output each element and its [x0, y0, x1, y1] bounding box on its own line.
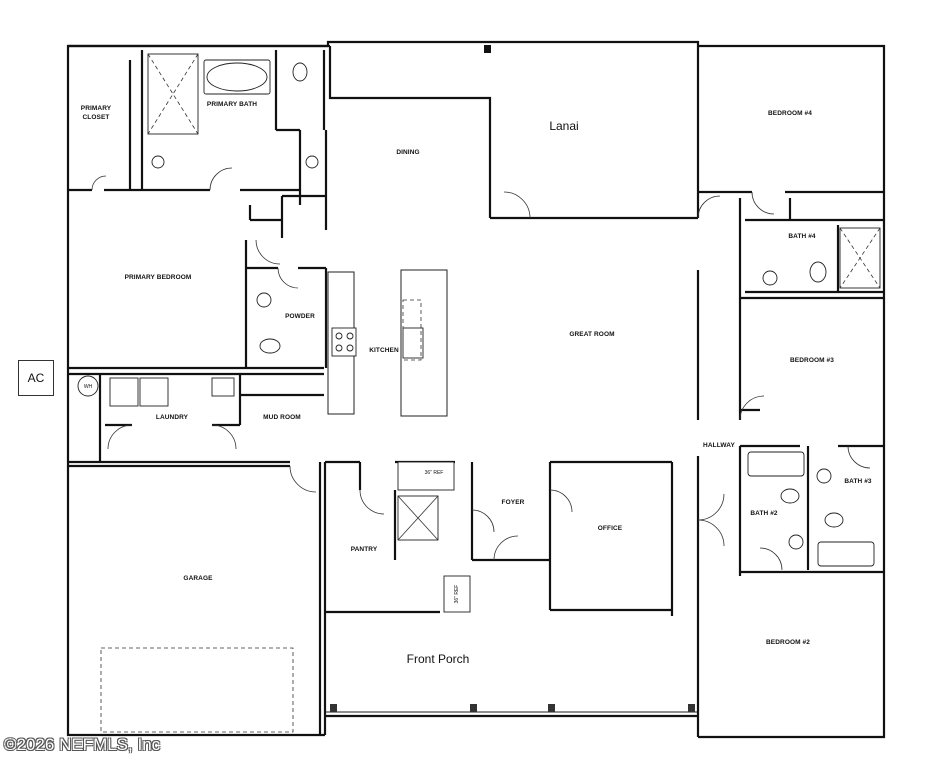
label-dining: DINING	[396, 149, 419, 156]
label-front-porch: Front Porch	[407, 652, 470, 666]
label-mud-room: MUD ROOM	[263, 414, 301, 421]
exterior-walls	[66, 40, 886, 739]
label-ref-36: 36" REF	[425, 470, 444, 476]
label-water-heater: WH	[84, 384, 93, 390]
label-garage: GARAGE	[183, 575, 213, 582]
interior-walls	[68, 46, 884, 735]
label-bath-4: BATH #4	[788, 233, 816, 240]
label-bedroom-4: BEDROOM #4	[768, 110, 812, 117]
fixtures	[77, 45, 881, 733]
copyright-watermark: ©2026 NEFMLS, Inc	[4, 735, 161, 754]
label-pantry: PANTRY	[351, 546, 378, 553]
ac-label: AC	[27, 371, 45, 385]
label-primary-bath: PRIMARY BATH	[207, 101, 257, 108]
label-primary-closet-2: CLOSET	[83, 114, 110, 121]
label-bath-3: BATH #3	[844, 478, 872, 485]
label-kitchen: KITCHEN	[369, 347, 399, 354]
label-hallway: HALLWAY	[703, 442, 735, 449]
label-great-room: GREAT ROOM	[569, 331, 614, 338]
ac-unit-box: AC	[18, 360, 54, 396]
label-primary-closet-1: PRIMARY	[81, 105, 112, 112]
label-ref-36-vertical: 36" REF	[454, 585, 460, 604]
label-bedroom-2: BEDROOM #2	[766, 639, 810, 646]
label-lanai: Lanai	[549, 119, 578, 133]
label-bath-2: BATH #2	[750, 510, 778, 517]
label-primary-bedroom: PRIMARY BEDROOM	[125, 274, 192, 281]
room-labels: PRIMARY CLOSET PRIMARY BATH Lanai DINING…	[81, 101, 872, 666]
label-laundry: LAUNDRY	[156, 414, 189, 421]
label-office: OFFICE	[598, 525, 623, 532]
label-powder: POWDER	[285, 313, 315, 320]
label-foyer: FOYER	[502, 499, 525, 506]
doors	[91, 167, 871, 571]
label-bedroom-3: BEDROOM #3	[790, 357, 834, 364]
